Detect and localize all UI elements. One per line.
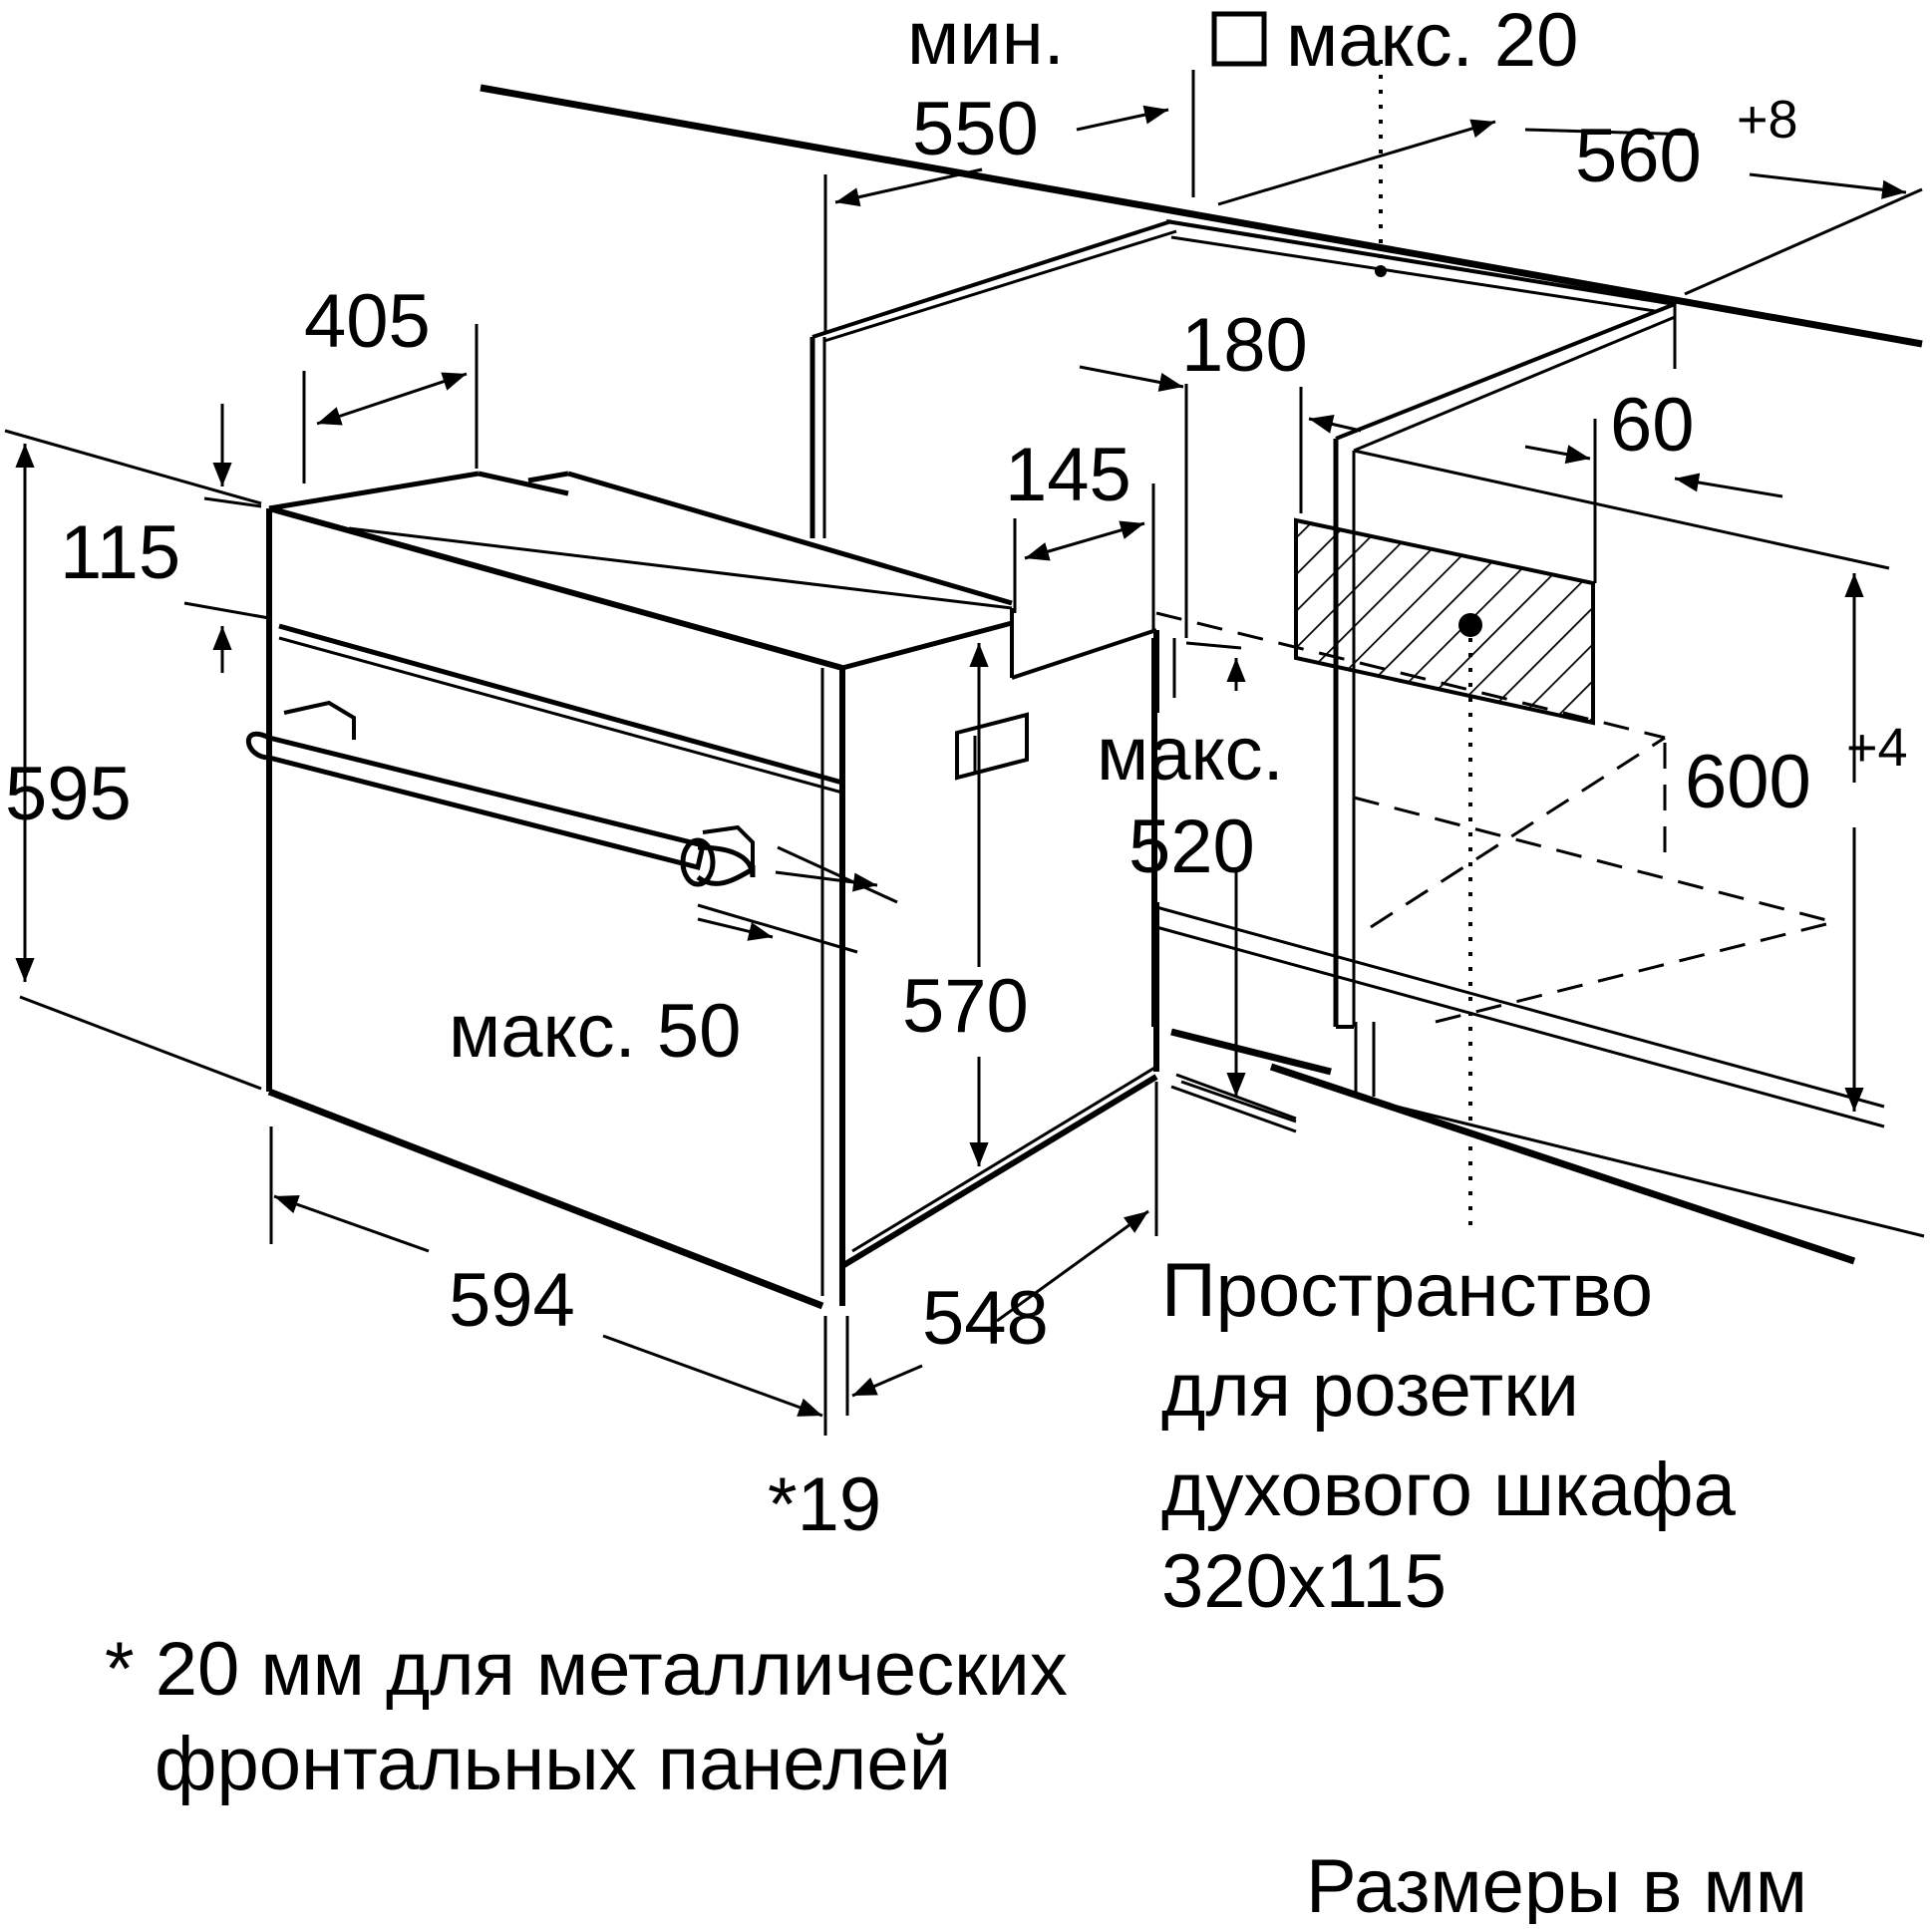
socket-area (1294, 517, 1595, 726)
label-600-tolerance: +4 (1846, 718, 1908, 778)
label-595: 595 (5, 752, 132, 836)
dimension-labels: мин. 550 макс. 20 560 +8 405 180 60 145 … (5, 0, 1908, 1547)
label-max-50: макс. 50 (449, 989, 741, 1074)
socket-note: Пространство для розетки духового шкафа … (1161, 1248, 1737, 1624)
cabinet-outline (480, 84, 1925, 1265)
label-570: 570 (902, 964, 1029, 1049)
label-min: мин. (907, 0, 1065, 81)
dimension-lines (4, 70, 1907, 1436)
label-520: 520 (1128, 804, 1255, 889)
socket-note-line-1: Пространство (1161, 1248, 1653, 1333)
square-symbol (1211, 11, 1267, 67)
label-19: *19 (768, 1462, 881, 1547)
label-550: 550 (912, 87, 1039, 171)
label-145: 145 (1005, 433, 1131, 517)
socket-note-line-4: 320x115 (1161, 1539, 1447, 1624)
label-60: 60 (1610, 383, 1695, 468)
footnote-line-2: фронтальных панелей (155, 1722, 951, 1806)
label-405: 405 (304, 279, 431, 364)
dotted-centerlines (1379, 60, 1472, 1226)
label-max-520-word: макс. (1097, 712, 1284, 797)
label-115: 115 (60, 510, 180, 595)
label-594: 594 (449, 1258, 575, 1343)
label-560: 560 (1575, 114, 1702, 198)
label-600: 600 (1685, 740, 1811, 824)
label-548: 548 (922, 1276, 1049, 1361)
socket-note-line-2: для розетки (1161, 1348, 1579, 1433)
label-max-20: макс. 20 (1286, 0, 1578, 83)
footnote-line-1: * 20 мм для металлических (105, 1627, 1068, 1712)
oven-body (245, 471, 1159, 1310)
socket-note-line-3: духового шкафа (1161, 1447, 1737, 1532)
label-180: 180 (1181, 303, 1308, 388)
footnote: * 20 мм для металлических фронтальных па… (105, 1627, 1068, 1806)
label-560-tolerance: +8 (1737, 90, 1798, 150)
units-note: Размеры в мм (1306, 1844, 1807, 1924)
